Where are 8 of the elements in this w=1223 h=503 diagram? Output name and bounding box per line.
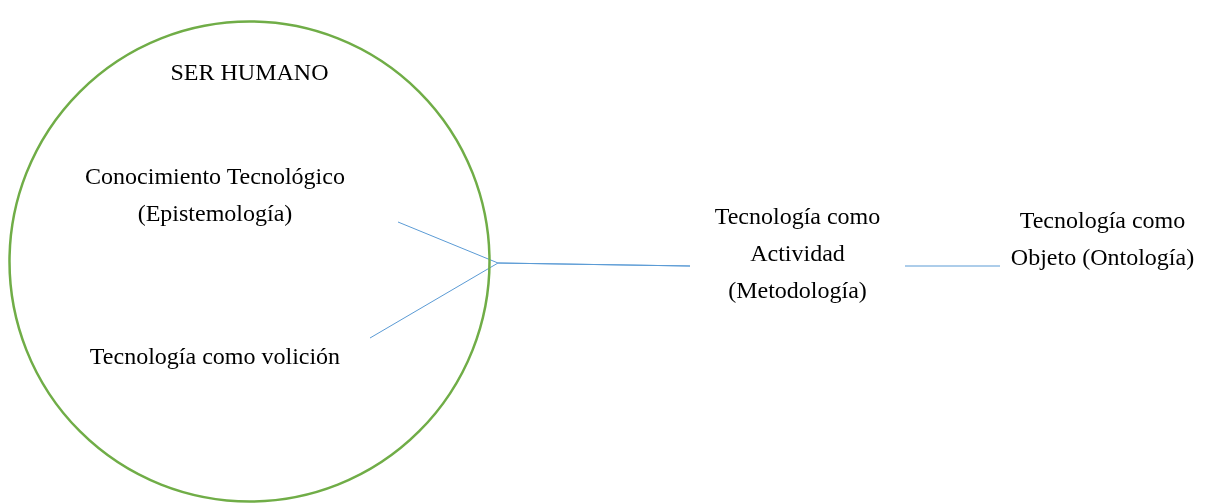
node-label: Conocimiento Tecnológico (Epistemología) [84,162,346,228]
connector-line [369,262,691,339]
circle-shape [8,20,491,503]
node-label: Tecnología como Objeto (Ontología) [1009,206,1196,272]
node-label: Tecnología como Actividad (Metodología) [713,202,882,305]
node-label: Tecnología como volición [88,342,342,371]
connector-line [904,265,1001,267]
circle-heading: SER HUMANO [169,58,330,87]
